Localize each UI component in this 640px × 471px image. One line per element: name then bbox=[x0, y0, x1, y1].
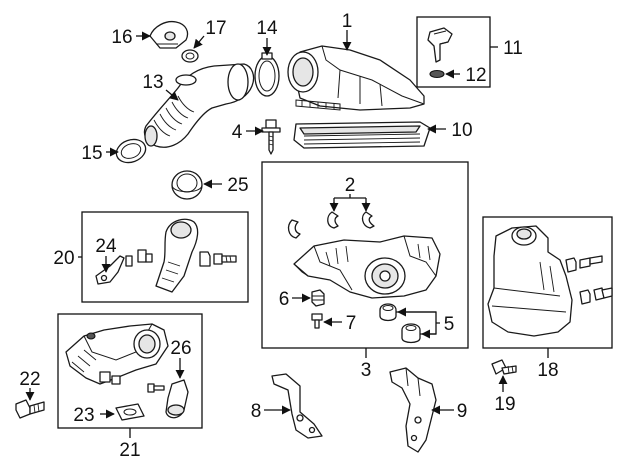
resonator-21[interactable] bbox=[65, 323, 169, 385]
clip-loose[interactable] bbox=[287, 219, 301, 239]
bolt-18-bottom[interactable] bbox=[593, 287, 613, 301]
grommet-20[interactable] bbox=[199, 251, 211, 267]
grommet-17[interactable] bbox=[181, 49, 199, 63]
seal-23[interactable] bbox=[115, 403, 145, 421]
bolt-20[interactable] bbox=[213, 253, 237, 265]
air-cleaner-cover[interactable] bbox=[287, 45, 425, 111]
callout-19: 19 bbox=[494, 394, 515, 415]
seal-ring-25[interactable] bbox=[171, 170, 203, 200]
air-filter-element[interactable] bbox=[293, 121, 431, 149]
callout-14: 14 bbox=[256, 18, 278, 39]
intake-duct-20[interactable] bbox=[155, 218, 199, 293]
air-cleaner-housing[interactable] bbox=[293, 235, 441, 299]
connector-26[interactable] bbox=[165, 379, 189, 419]
bracket-9[interactable] bbox=[389, 367, 437, 453]
callout-2: 2 bbox=[345, 175, 356, 196]
leader-2 bbox=[333, 194, 367, 210]
callout-15: 15 bbox=[81, 143, 102, 164]
hose-clamp-15[interactable] bbox=[113, 136, 149, 167]
clip-20-a[interactable] bbox=[125, 255, 133, 267]
callout-4: 4 bbox=[232, 122, 243, 143]
grommet-18-top[interactable] bbox=[565, 257, 577, 273]
intake-hose[interactable] bbox=[143, 63, 255, 148]
resonator-16[interactable] bbox=[149, 20, 189, 49]
callout-8: 8 bbox=[251, 401, 262, 422]
callout-17: 17 bbox=[205, 18, 226, 39]
callout-21: 21 bbox=[119, 440, 140, 461]
resonator-chamber-18[interactable] bbox=[487, 225, 573, 337]
group-box-3 bbox=[261, 161, 469, 349]
mount-5-upper[interactable] bbox=[379, 303, 397, 322]
callout-12: 12 bbox=[465, 65, 486, 86]
bolt-19[interactable] bbox=[491, 359, 517, 375]
bolt-18-top[interactable] bbox=[579, 255, 603, 269]
callout-6: 6 bbox=[279, 289, 290, 310]
mount-5-lower[interactable] bbox=[401, 323, 421, 344]
seal-ring-12[interactable] bbox=[429, 69, 445, 79]
hose-clamp-14[interactable] bbox=[254, 52, 280, 97]
callout-16: 16 bbox=[111, 27, 132, 48]
callout-24: 24 bbox=[95, 236, 117, 257]
grommet-18-bottom[interactable] bbox=[579, 289, 591, 305]
bolt-7[interactable] bbox=[311, 313, 323, 329]
callout-25: 25 bbox=[227, 175, 248, 196]
clip-2-right[interactable] bbox=[361, 211, 375, 229]
leader-13 bbox=[165, 89, 179, 101]
bracket-24[interactable] bbox=[95, 255, 125, 285]
bolt-4[interactable] bbox=[261, 119, 281, 155]
callout-23: 23 bbox=[73, 405, 94, 426]
bolt-21[interactable] bbox=[147, 383, 165, 393]
callout-10: 10 bbox=[451, 120, 472, 141]
bolt-22[interactable] bbox=[15, 399, 45, 419]
callout-1: 1 bbox=[342, 11, 353, 32]
callout-9: 9 bbox=[457, 401, 468, 422]
callout-11: 11 bbox=[503, 38, 523, 59]
callout-26: 26 bbox=[170, 338, 191, 359]
callout-18: 18 bbox=[537, 360, 558, 381]
sensor-11[interactable] bbox=[427, 27, 453, 63]
bracket-8[interactable] bbox=[271, 373, 323, 439]
callout-20: 20 bbox=[53, 248, 74, 269]
callout-22: 22 bbox=[19, 369, 40, 390]
callout-5: 5 bbox=[444, 314, 455, 335]
callout-13: 13 bbox=[142, 72, 163, 93]
group-box-11 bbox=[416, 16, 491, 88]
grommet-6[interactable] bbox=[311, 289, 325, 307]
clip-2-left[interactable] bbox=[327, 211, 339, 229]
callout-7: 7 bbox=[346, 313, 357, 334]
leader-17 bbox=[193, 35, 205, 49]
callout-3: 3 bbox=[361, 360, 372, 381]
clip-20-b[interactable] bbox=[137, 249, 153, 263]
